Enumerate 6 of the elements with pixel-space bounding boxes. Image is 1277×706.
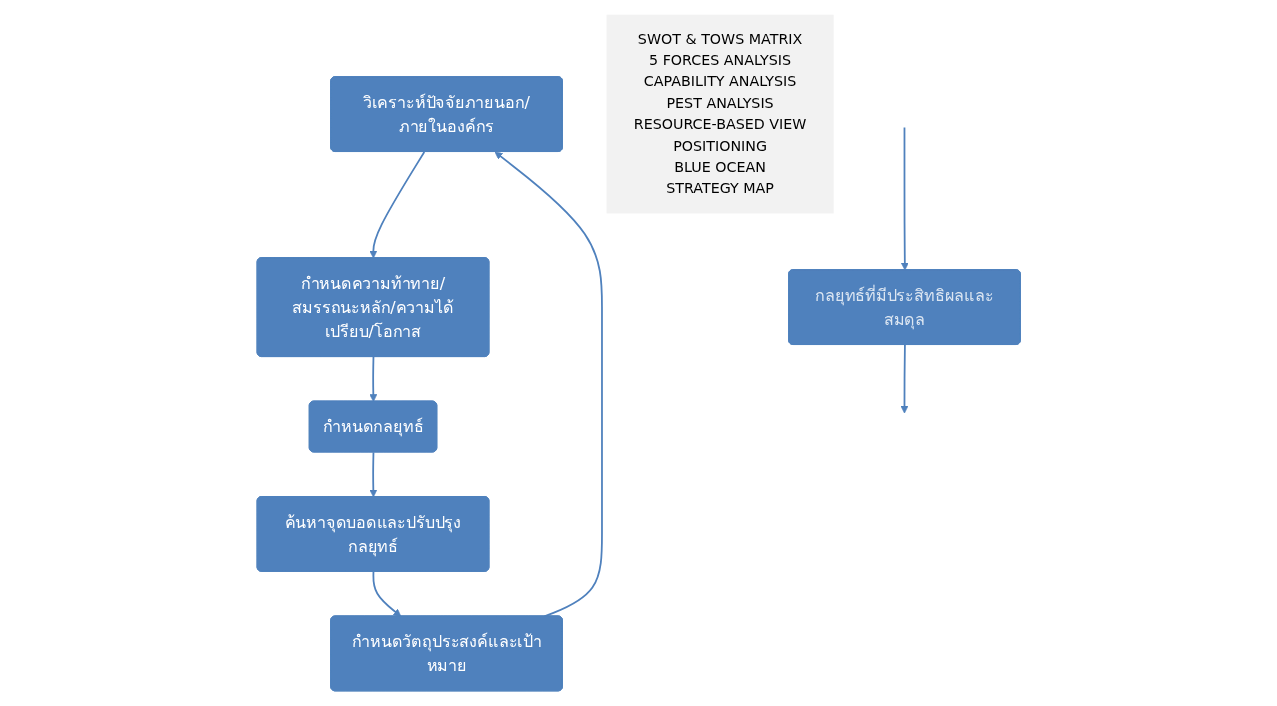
arrow [369, 451, 377, 498]
arrow [369, 151, 425, 259]
arrow [900, 126, 909, 271]
arrow [900, 344, 909, 414]
arrow [369, 356, 377, 402]
arrow [372, 570, 401, 617]
